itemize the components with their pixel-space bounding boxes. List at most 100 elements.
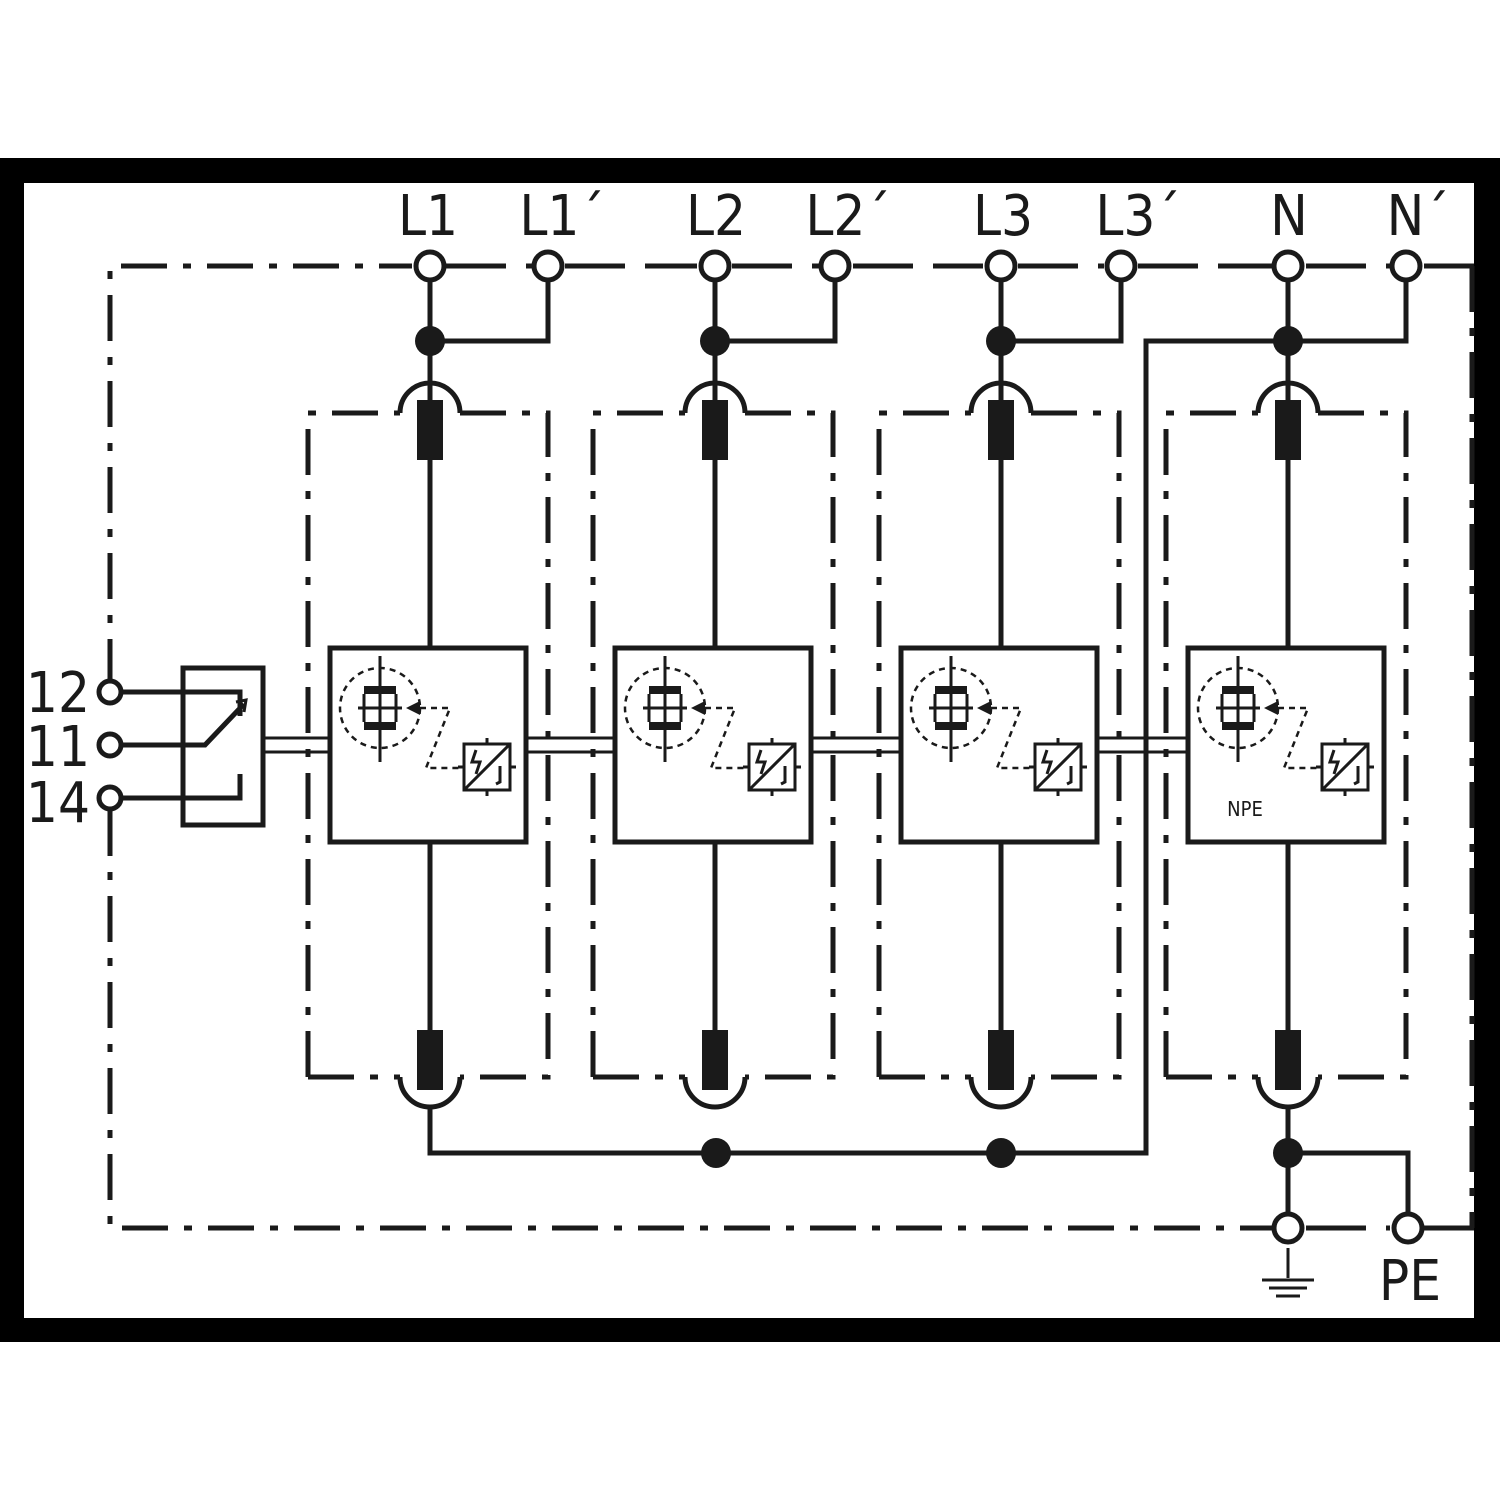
terminal — [413, 249, 447, 283]
module-outline — [745, 410, 836, 1080]
earth-ground-icon — [1262, 1248, 1314, 1298]
common-bus-wire — [427, 338, 1288, 1156]
module-outline — [876, 410, 971, 1077]
module-link — [1099, 736, 1188, 754]
earth-terminal — [1271, 1211, 1305, 1245]
lightning-icon — [1040, 749, 1054, 775]
bridge-wire — [430, 280, 551, 344]
contact-arc — [1255, 380, 1321, 414]
protection-module — [1163, 380, 1409, 1110]
disconnector-ticks — [1316, 738, 1374, 796]
module-outline — [1318, 410, 1409, 1080]
signal-path — [420, 706, 462, 770]
module-link — [527, 736, 616, 754]
terminal-label-n-prime: N´ — [1387, 184, 1450, 249]
signal-path — [705, 706, 747, 770]
phase-wiring — [413, 249, 1423, 400]
fuse-icon — [417, 400, 443, 460]
bridge-wire — [1288, 280, 1409, 344]
lightning-icon — [754, 749, 768, 775]
pe-terminal — [1391, 1211, 1425, 1245]
terminal-prime — [818, 249, 852, 283]
disconnector-ticks — [743, 738, 801, 796]
contact-labels: 12 11 14 — [26, 661, 90, 836]
integral-icon — [1066, 766, 1073, 786]
terminal-label-l2-prime: L2´ — [805, 184, 890, 249]
junction-dot — [700, 326, 730, 356]
fuse-icon — [1275, 400, 1301, 460]
terminal — [698, 249, 732, 283]
fuse-icon — [988, 400, 1014, 460]
varistor-plate — [935, 686, 967, 694]
integral-icon — [1353, 766, 1360, 786]
bridge-wire — [715, 280, 838, 344]
junction-dot — [701, 1138, 731, 1168]
integral-icon — [780, 766, 787, 786]
terminal-label-l3-prime: L3´ — [1095, 184, 1180, 249]
npe-label: NPE — [1227, 797, 1263, 821]
protection-module — [590, 380, 836, 1110]
disconnector-ticks — [458, 738, 516, 796]
terminal-prime — [1389, 249, 1423, 283]
changeover-contact-icon — [96, 665, 330, 828]
varistor-plate — [364, 722, 396, 730]
contact-arc — [1255, 1076, 1321, 1110]
junction-dot — [415, 326, 445, 356]
contact-label-12: 12 — [26, 661, 90, 726]
junction-dot — [986, 326, 1016, 356]
arrow-icon — [406, 701, 420, 715]
contact-label-14: 14 — [26, 771, 90, 836]
disconnector-ticks — [1029, 738, 1087, 796]
enclosure-boundary — [107, 263, 1475, 1231]
fuse-icon — [988, 1030, 1014, 1090]
varistor-plate — [1222, 722, 1254, 730]
terminal-label-l1-prime: L1´ — [519, 184, 604, 249]
terminal-label-l2: L2 — [686, 184, 746, 249]
lightning-icon — [1327, 749, 1341, 775]
arrow-icon — [1264, 701, 1278, 715]
varistor-plate — [649, 722, 681, 730]
terminal-label-l1: L1 — [398, 184, 458, 249]
module-outline — [460, 410, 551, 1080]
junction-dot — [986, 1138, 1016, 1168]
module-outline — [1163, 410, 1258, 1077]
top-terminal-labels: L1 L1´ L2 L2´ L3 L3´ N N´ — [398, 184, 1449, 249]
module-outline — [1031, 410, 1122, 1080]
terminal-label-n: N — [1270, 184, 1308, 249]
varistor-plate — [364, 686, 396, 694]
integral-icon — [495, 766, 502, 786]
protection-module — [876, 380, 1122, 1110]
lightning-icon — [469, 749, 483, 775]
pe-label: PE — [1379, 1249, 1441, 1314]
fuse-icon — [702, 1030, 728, 1090]
signal-path — [1278, 706, 1320, 770]
varistor-plate — [935, 722, 967, 730]
bridge-wire — [1001, 280, 1124, 344]
varistor-plate — [1222, 686, 1254, 694]
contact-arc — [397, 380, 463, 414]
terminal-prime — [531, 249, 565, 283]
disconnector-diagonal — [1033, 742, 1083, 792]
varistor-side — [362, 694, 398, 722]
disconnector-diagonal — [462, 742, 512, 792]
module-outline — [590, 410, 685, 1077]
disconnector-diagonal — [1320, 742, 1370, 792]
pe-wire — [1288, 1150, 1411, 1212]
varistor-side — [933, 694, 969, 722]
fuse-icon — [417, 1030, 443, 1090]
varistor-side — [1220, 694, 1256, 722]
signal-path — [991, 706, 1033, 770]
disconnector-diagonal — [747, 742, 797, 792]
arrow-icon — [977, 701, 991, 715]
terminal-prime — [1104, 249, 1138, 283]
terminal-label-l3: L3 — [973, 184, 1033, 249]
contact-arc — [397, 1076, 463, 1110]
fuse-icon — [1275, 1030, 1301, 1090]
contact-label-11: 11 — [26, 715, 90, 780]
contact-arc — [682, 1076, 748, 1110]
terminal — [984, 249, 1018, 283]
terminal — [1271, 249, 1305, 283]
varistor-side — [647, 694, 683, 722]
arrow-icon — [691, 701, 705, 715]
